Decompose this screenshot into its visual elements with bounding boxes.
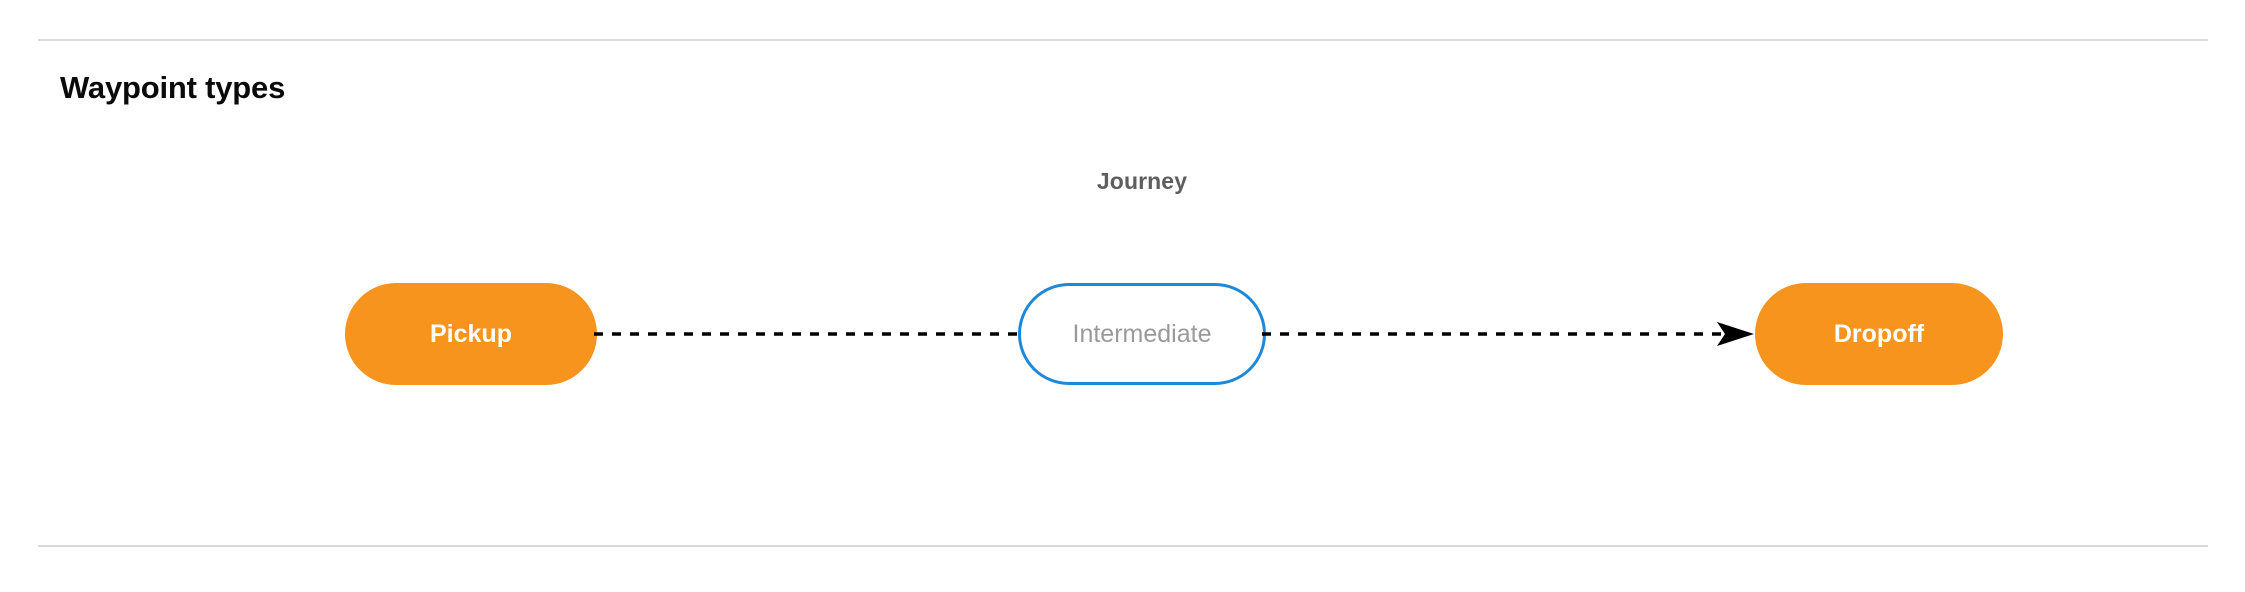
waypoint-node-dropoff[interactable]: Dropoff bbox=[1755, 283, 2003, 385]
journey-group-label: Journey bbox=[1096, 168, 1188, 194]
section-divider-top bbox=[38, 39, 2208, 41]
page-title: Waypoint types bbox=[60, 70, 286, 105]
waypoint-node-intermediate[interactable]: Intermediate bbox=[1018, 283, 1266, 385]
section-divider-bottom bbox=[38, 545, 2208, 547]
arrowhead-icon bbox=[1717, 322, 1754, 346]
connector-pickup-to-intermediate bbox=[594, 316, 1022, 352]
waypoint-node-intermediate-label: Intermediate bbox=[1072, 319, 1212, 348]
waypoint-node-dropoff-label: Dropoff bbox=[1833, 319, 1925, 348]
connector-intermediate-to-dropoff bbox=[1262, 316, 1760, 352]
waypoint-node-pickup-label: Pickup bbox=[430, 319, 512, 348]
waypoint-node-pickup[interactable]: Pickup bbox=[345, 283, 597, 385]
